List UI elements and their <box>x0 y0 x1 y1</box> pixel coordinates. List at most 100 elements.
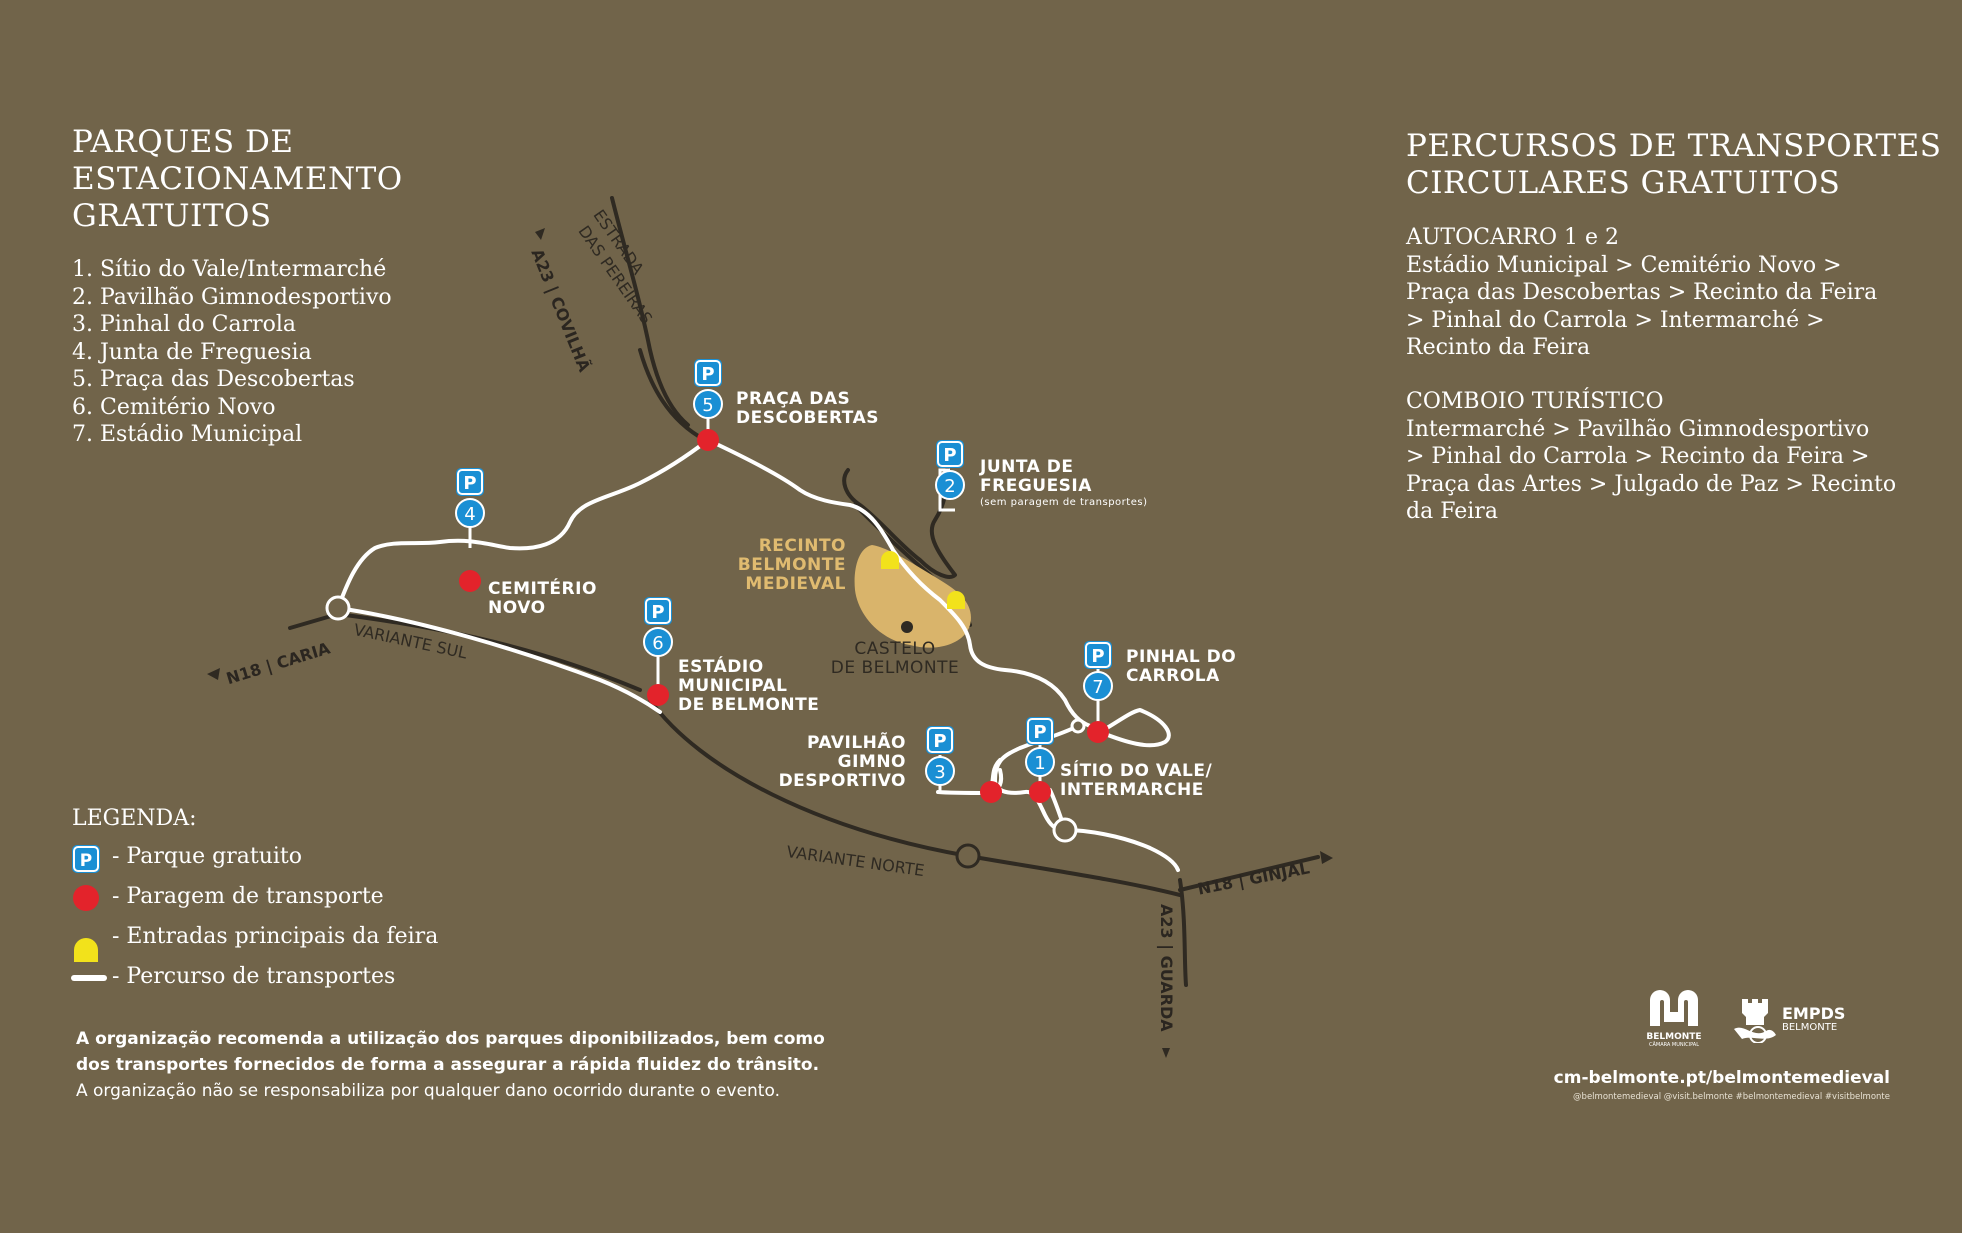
train-route-title: COMBOIO TURÍSTICO <box>1406 389 1664 414</box>
parking-icon <box>1084 641 1112 669</box>
parks-title-line: GRATUITOS <box>72 198 272 234</box>
park-number-badge <box>693 389 723 419</box>
label-line: CARROLA <box>1126 666 1220 686</box>
label-line: CEMITÉRIO <box>488 579 597 599</box>
list-item: 4. Junta de Freguesia <box>72 339 312 365</box>
parking-letter: P <box>701 364 714 385</box>
routes-title-line: PERCURSOS DE TRANSPORTES <box>1406 128 1942 164</box>
arrow-icon <box>207 668 220 680</box>
road-arrows <box>207 228 1333 1058</box>
legend-label: - Entradas principais da feira <box>112 924 439 949</box>
routes-title-line: CIRCULARES GRATUITOS <box>1406 165 1841 201</box>
note-line: A organização recomenda a utilização dos… <box>76 1029 825 1049</box>
legend-symbols: P <box>71 845 107 981</box>
label-sitio-vale: SÍTIO DO VALE/ INTERMARCHE <box>1060 762 1212 800</box>
entrance-marker <box>881 551 899 569</box>
label-castelo: CASTELO DE BELMONTE <box>820 640 970 678</box>
organization-note: A organização recomenda a utilização dos… <box>76 1026 825 1104</box>
label-praca-descobertas: PRAÇA DAS DESCOBERTAS <box>736 390 879 428</box>
label-line: INTERMARCHE <box>1060 780 1204 800</box>
parks-list: 1. Sítio do Vale/Intermarché 2. Pavilhão… <box>72 256 392 449</box>
route-line: Recinto da Feira <box>1406 335 1591 360</box>
parking-icon <box>694 359 722 387</box>
venue-area <box>854 545 971 648</box>
belmonte-logo-icon <box>1650 990 1698 1026</box>
legend-title: LEGENDA: <box>72 806 197 831</box>
park-number: 6 <box>652 633 663 654</box>
label-line: FREGUESIA <box>980 476 1092 496</box>
label-line: PRAÇA DAS <box>736 389 851 409</box>
parking-sign-6: P6 <box>643 597 673 657</box>
label-line: NOVO <box>488 598 546 618</box>
park-number-badge <box>935 470 965 500</box>
label-line: BELMONTE <box>737 555 846 575</box>
label-line: MUNICIPAL <box>678 676 788 696</box>
road-estrada-pereiras <box>610 196 690 427</box>
roundabout <box>1052 817 1078 843</box>
parking-letter: P <box>1091 646 1104 667</box>
castle-dot <box>901 621 913 633</box>
legend-item-parking: - Parque gratuito <box>112 844 302 869</box>
road-junta-access <box>842 453 957 579</box>
label-pavilhao: PAVILHÃO GIMNO DESPORTIVO <box>772 734 906 791</box>
label-line: DE BELMONTE <box>678 695 820 715</box>
arrow-icon <box>535 228 545 240</box>
label-line: JUNTA DE <box>980 457 1074 477</box>
legend-item-stop: - Paragem de transporte <box>112 884 384 909</box>
road-label-a23-guarda: A23 | GUARDA <box>1157 904 1176 1032</box>
park-number: 3 <box>934 762 945 783</box>
list-item: 3. Pinhal do Carrola <box>72 312 297 337</box>
park-number-badge <box>1083 671 1113 701</box>
park-number: 4 <box>464 504 475 525</box>
label-estadio-municipal: ESTÁDIO MUNICIPAL DE BELMONTE <box>678 658 819 715</box>
park-number-badge <box>455 498 485 528</box>
route-line: Praça das Artes > Julgado de Paz > Recin… <box>1406 471 1897 497</box>
parking-letter: P <box>1033 722 1046 743</box>
social-handles: @belmontemedieval @visit.belmonte #belmo… <box>1573 1092 1890 1102</box>
label-line: MEDIEVAL <box>745 574 846 594</box>
label-line: DESPORTIVO <box>778 771 906 791</box>
label-line: SÍTIO DO VALE/ <box>1060 761 1213 781</box>
parks-title: PARQUES DE ESTACIONAMENTO GRATUITOS <box>72 124 403 235</box>
parking-icon <box>936 440 964 468</box>
legend-label: - Percurso de transportes <box>112 964 396 989</box>
list-item: 2. Pavilhão Gimnodesportivo <box>72 284 392 310</box>
route-line: da Feira <box>1406 499 1498 524</box>
road-a23-covilha <box>638 348 707 442</box>
site-url-link[interactable]: cm-belmonte.pt/belmontemedieval <box>1553 1068 1890 1088</box>
label-line: RECINTO <box>758 536 846 556</box>
empds-logo: EMPDS BELMONTE <box>1732 995 1852 1043</box>
park-number-badge <box>925 756 955 786</box>
label-junta-freguesia: JUNTA DE FREGUESIA (sem paragem de trans… <box>980 458 1147 510</box>
route-line: Praça das Descobertas > Recinto da Feira <box>1406 280 1878 305</box>
label-line: ESTÁDIO <box>678 657 764 677</box>
route-line: Estádio Municipal > Cemitério Novo > <box>1406 252 1842 278</box>
stop-dot <box>1087 721 1109 743</box>
parks-title-line: PARQUES DE <box>72 124 294 160</box>
parking-letter: P <box>80 851 92 871</box>
belmonte-logo: BELMONTE CÂMARA MUNICIPAL <box>1644 988 1704 1049</box>
parking-icon <box>72 845 100 873</box>
park-number: 5 <box>702 395 713 416</box>
logo-subtext: CÂMARA MUNICIPAL <box>1649 1042 1699 1048</box>
label-line: CASTELO <box>854 639 936 659</box>
route-line: > Pinhal do Carrola > Intermarché > <box>1406 307 1825 333</box>
road-variante-norte <box>648 698 1182 897</box>
arrow-icon <box>1320 851 1333 864</box>
list-item: 7. Estádio Municipal <box>72 422 303 447</box>
label-line: GIMNO <box>837 752 906 772</box>
road-a23-guarda <box>1178 878 1188 987</box>
roundabout <box>325 595 351 621</box>
roundabout <box>955 843 981 869</box>
label-line: DE BELMONTE <box>830 658 960 678</box>
stop-dot <box>697 429 719 451</box>
parking-letter: P <box>933 731 946 752</box>
parking-icon <box>644 597 672 625</box>
entrance-icon <box>74 938 98 962</box>
note-line: dos transportes fornecidos de forma a as… <box>76 1055 820 1075</box>
parks-title-line: ESTACIONAMENTO <box>72 161 403 197</box>
parking-icon <box>1026 717 1054 745</box>
stop-dot <box>980 781 1002 803</box>
